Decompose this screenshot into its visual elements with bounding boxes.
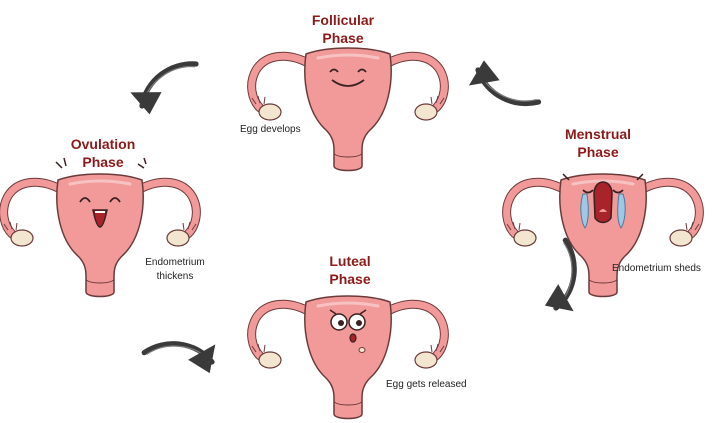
luteal-phase-title: Luteal Phase — [290, 252, 410, 288]
curved-arrow-icon — [127, 60, 206, 118]
ovulation-title-line1: Ovulation — [70, 136, 136, 152]
menstrual-caption: Endometrium sheds — [612, 263, 701, 274]
ovulation-caption-line2: thickens — [156, 271, 194, 282]
arrow-ovulation-to-luteal — [143, 336, 220, 384]
follicular-title-line1: Follicular — [311, 12, 375, 28]
luteal-title-line2: Phase — [329, 271, 371, 287]
ovulation-uterus — [4, 157, 197, 297]
menstrual-phase-title: Menstrual Phase — [538, 125, 658, 161]
curved-arrow-icon — [143, 336, 220, 384]
surprised-face-icon — [329, 309, 367, 353]
follicular-uterus — [252, 48, 445, 171]
menstrual-uterus — [507, 174, 700, 297]
smiling-face-icon — [329, 68, 367, 87]
arrow-luteal-to-menstrual — [534, 239, 582, 316]
arrow-follicular-to-ovulation — [127, 60, 206, 118]
luteal-title-line1: Luteal — [329, 253, 371, 269]
laughing-face-icon — [55, 157, 147, 228]
follicular-caption: Egg develops — [240, 124, 301, 135]
follicular-phase-title: Follicular Phase — [283, 11, 403, 47]
curved-arrow-icon — [467, 59, 544, 107]
menstrual-title-line2: Phase — [577, 144, 619, 160]
curved-arrow-icon — [534, 239, 582, 316]
menstrual-title-line1: Menstrual — [564, 126, 632, 142]
ovulation-caption: Endometrium thickens — [135, 256, 215, 284]
crying-face-icon — [562, 173, 644, 229]
follicular-title-line2: Phase — [322, 30, 364, 46]
luteal-caption: Egg gets released — [386, 379, 467, 390]
luteal-uterus — [252, 296, 445, 419]
ovulation-phase-title: Ovulation Phase — [43, 135, 163, 171]
ovulation-title-line2: Phase — [82, 154, 124, 170]
ovulation-caption-line1: Endometrium — [145, 257, 205, 268]
arrow-menstrual-to-follicular — [467, 59, 544, 107]
